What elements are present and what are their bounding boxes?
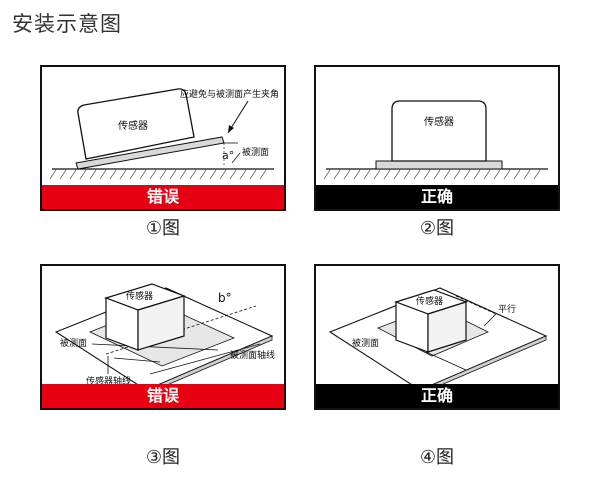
surface-label: 被测面: [60, 337, 87, 349]
avoid-angle-annotation: 应避免与被测面产生夹角: [180, 88, 279, 100]
surface-label: 被测面: [242, 146, 269, 158]
diagram-panel-1: 传感器 a° 应避免与被测面产生夹角 被测面 错误: [40, 65, 286, 211]
surface-label: 被测面: [352, 337, 379, 349]
figure-caption-4: ④图: [419, 447, 455, 468]
sensor-label: 传感器: [424, 115, 454, 128]
diagram-panel-2: 传感器 正确: [314, 65, 560, 211]
misaligned-axis-diagram: 传感器 b° 被测面 被测面轴线 传感器轴线: [54, 283, 275, 395]
surface-axis-label: 被测面轴线: [230, 349, 275, 361]
figure-caption-1: ①图: [145, 218, 181, 239]
angle-b-label: b°: [218, 291, 232, 305]
flat-sensor-diagram: 传感器: [323, 100, 548, 180]
wrong-banner: 错误: [42, 384, 284, 408]
correct-banner: 正确: [316, 185, 558, 209]
parallel-axis-diagram: 传感器 平行 被测面: [328, 287, 548, 395]
parallel-label: 平行: [498, 303, 516, 315]
correct-banner: 正确: [316, 384, 558, 408]
figure-caption-3: ③图: [145, 447, 181, 468]
tilted-sensor-diagram: 传感器 a° 应避免与被测面产生夹角 被测面: [49, 88, 279, 180]
wrong-banner: 错误: [42, 185, 284, 209]
diagram-panel-4: 传感器 平行 被测面 正确: [314, 264, 560, 410]
angle-a-label: a°: [222, 149, 234, 162]
diagram-panel-3: 传感器 b° 被测面 被测面轴线 传感器轴线 错误: [40, 264, 286, 410]
page-title: 安装示意图: [12, 12, 122, 36]
sensor-label: 传感器: [416, 295, 443, 307]
sensor-label: 传感器: [126, 290, 153, 302]
sensor-label: 传感器: [118, 119, 148, 132]
figure-caption-2: ②图: [419, 218, 455, 239]
